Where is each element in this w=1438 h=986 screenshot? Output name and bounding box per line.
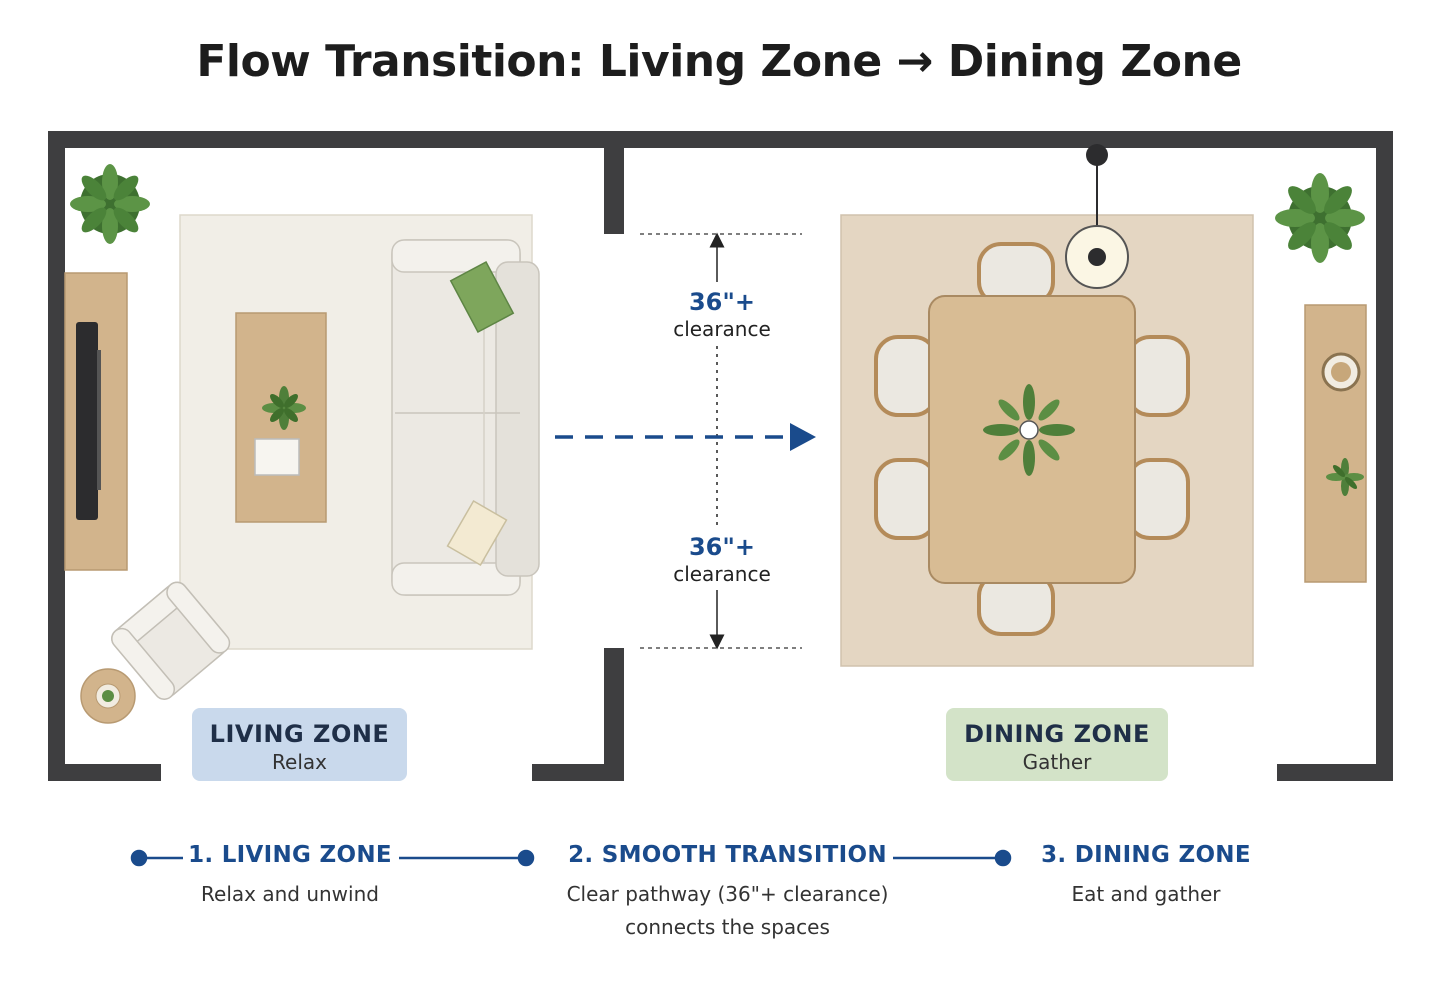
sideboard — [1304, 304, 1367, 583]
dining-chairs — [874, 242, 1190, 636]
timeline-dot — [517, 849, 535, 867]
armchair — [111, 581, 231, 700]
coffee-table — [235, 312, 327, 523]
wall-right — [1376, 131, 1393, 781]
green-pillow — [449, 260, 515, 334]
partition-upper — [604, 131, 624, 234]
clearance-top-value: 36"+ — [689, 288, 755, 316]
plant-icon — [1326, 458, 1364, 496]
living-zone-name: LIVING ZONE — [209, 720, 390, 748]
living-zone-sub: Relax — [272, 750, 327, 774]
plant-icon — [1275, 173, 1365, 263]
wall-bottom-mid — [532, 764, 624, 781]
chair-right-2-icon — [1126, 458, 1190, 540]
chair-left-2-icon — [874, 458, 938, 540]
step-dining: 3. DINING ZONE Eat and gather — [1030, 842, 1262, 911]
plant-icon — [262, 386, 306, 430]
dining-table — [928, 295, 1136, 584]
dining-zone-sub: Gather — [1022, 750, 1092, 774]
walls — [48, 131, 1393, 781]
timeline-dot — [994, 849, 1012, 867]
centerpiece-icon — [983, 384, 1075, 476]
arrow-right-icon — [790, 423, 816, 451]
pendant-lamp-icon — [1065, 144, 1129, 289]
step-description: Eat and gather — [1071, 882, 1221, 906]
partition-lower — [604, 648, 624, 781]
tv — [76, 322, 98, 520]
wall-left — [48, 131, 65, 781]
clearance-bottom-label: clearance — [673, 562, 771, 586]
step-transition: 2. SMOOTH TRANSITION Clear pathway (36"+… — [540, 842, 915, 944]
tray — [254, 438, 300, 476]
step-title: 2. SMOOTH TRANSITION — [568, 842, 887, 868]
flow-arrow — [555, 423, 816, 451]
step-description: connects the spaces — [625, 915, 830, 939]
page-title: Flow Transition: Living Zone → Dining Zo… — [196, 36, 1242, 87]
sofa — [391, 239, 540, 596]
clearance-top-label: clearance — [673, 317, 771, 341]
wall-top-living — [48, 131, 624, 148]
step-title: 1. LIVING ZONE — [188, 842, 392, 868]
tv-console — [64, 272, 128, 571]
step-description: Clear pathway (36"+ clearance) — [566, 882, 889, 906]
wall-bottom-left — [48, 764, 161, 781]
step-title: 3. DINING ZONE — [1041, 842, 1251, 868]
step-description: Relax and unwind — [201, 882, 379, 906]
chair-right-1-icon — [1126, 335, 1190, 417]
step-living: 1. LIVING ZONE Relax and unwind — [180, 842, 400, 911]
wall-bottom-right — [1277, 764, 1393, 781]
flow-timeline — [130, 849, 1012, 867]
clearance-bottom-value: 36"+ — [689, 533, 755, 561]
cream-pillow — [446, 499, 508, 567]
living-zone-badge: LIVING ZONE Relax — [192, 708, 407, 781]
side-table — [80, 668, 136, 724]
wall-top-dining — [604, 131, 1393, 148]
dining-zone-name: DINING ZONE — [964, 720, 1150, 748]
plant-icon — [70, 164, 150, 244]
chair-left-1-icon — [874, 335, 938, 417]
dining-zone-badge: DINING ZONE Gather — [946, 708, 1168, 781]
